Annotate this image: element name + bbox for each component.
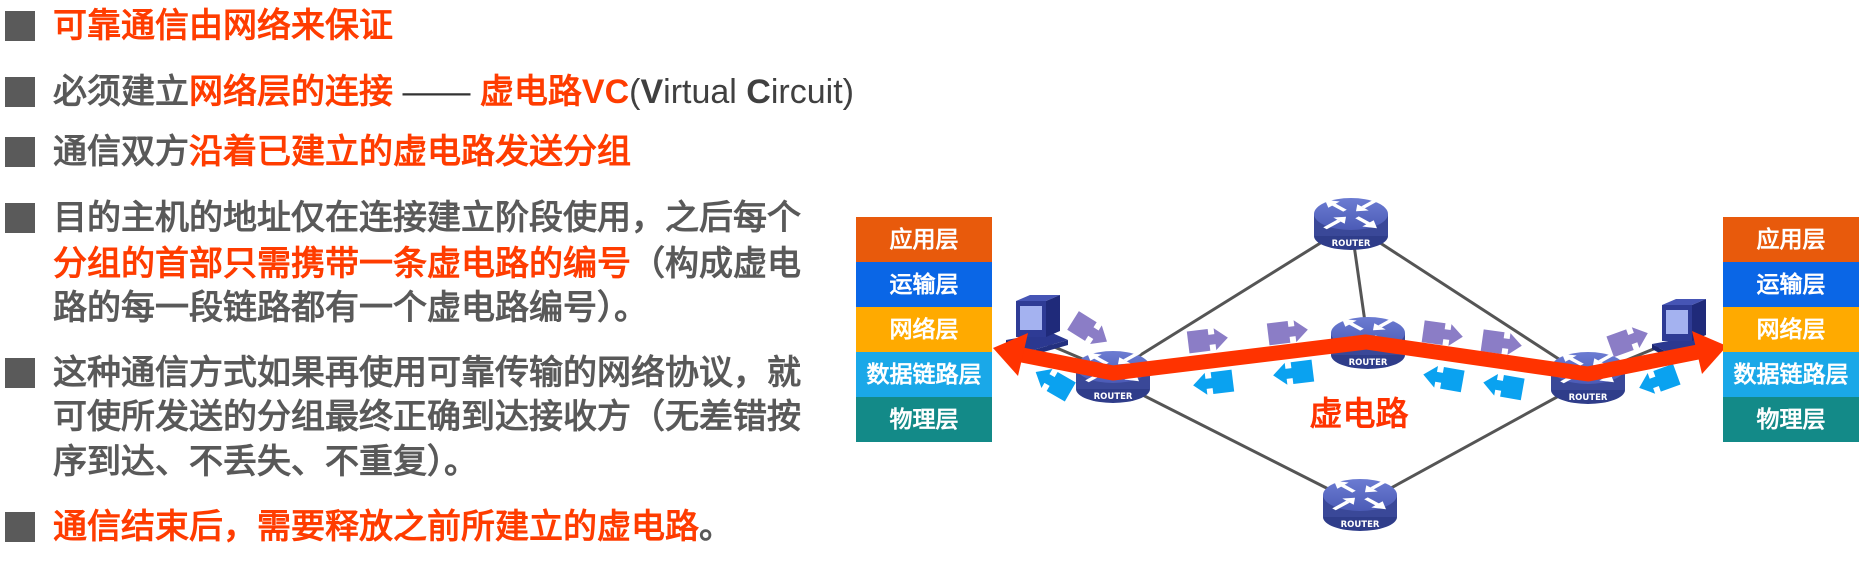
bullet-square-icon — [5, 203, 35, 233]
bullet-square-icon — [5, 11, 35, 41]
layer-label: 运输层 — [889, 271, 959, 297]
layer-transport: 运输层 — [856, 262, 992, 307]
packet-backward-icon — [1191, 369, 1235, 397]
emphasis-text: 网络层的连接 — [189, 73, 393, 111]
arrowhead-right-icon — [1692, 331, 1727, 374]
layer-transport: 运输层 — [1723, 262, 1859, 307]
router-top-icon: ROUTER — [1314, 198, 1388, 250]
router-bottom-icon: ROUTER — [1323, 479, 1397, 531]
bullet-2-line-1: 必须建立网络层的连接 —— 虚电路VC(Virtual Circuit) — [53, 70, 854, 114]
packet-forward-icon — [1186, 326, 1230, 354]
emphasis-text: 虚电路VC — [479, 73, 630, 111]
bullet-6-line-1: 通信结束后，需要释放之前所建立的虚电路。 — [53, 505, 733, 549]
layer-network: 网络层 — [856, 307, 992, 352]
router-label: ROUTER — [1349, 358, 1388, 368]
english-term-initial: V — [640, 73, 664, 111]
body-text: 路的每一段链路都有一个虚电路编号）。 — [53, 289, 648, 327]
protocol-stack-right: 应用层 运输层 网络层 数据链路层 物理层 — [1723, 217, 1859, 442]
bullet-square-icon — [5, 512, 35, 542]
emphasis-text: 分组的首部只需携带一条虚电路的编号 — [53, 245, 631, 283]
body-text: 必须建立 — [53, 73, 189, 111]
body-text: （构成虚电 — [631, 245, 801, 283]
bullet-5-line-3: 序到达、不丢失、不重复）。 — [53, 440, 478, 484]
link-left-top — [1112, 222, 1352, 374]
link-left-bottom — [1112, 378, 1361, 507]
packet-backward-icon — [1421, 363, 1465, 393]
virtual-circuit-path — [993, 331, 1727, 382]
body-text: 这种通信方式如果再使用可靠传输的网络协议，就 — [53, 354, 801, 392]
layer-data-link: 数据链路层 — [1723, 352, 1859, 397]
router-label: ROUTER — [1569, 393, 1608, 403]
body-text: 。 — [699, 508, 733, 546]
body-text: 序到达、不丢失、不重复）。 — [53, 443, 478, 481]
emphasis-text: 通信结束后，需要释放之前所建立的虚电路 — [53, 508, 699, 546]
bullet-5-line-2: 可使所发送的分组最终正确到达接收方（无差错按 — [53, 395, 801, 439]
bullet-1-line-1: 可靠通信由网络来保证 — [53, 4, 393, 48]
body-text: 通信双方 — [53, 133, 189, 171]
layer-application: 应用层 — [856, 217, 992, 262]
english-term-initial: C — [746, 73, 771, 111]
bullet-square-icon — [5, 358, 35, 388]
layer-physical: 物理层 — [1723, 397, 1859, 442]
layer-label: 应用层 — [889, 226, 959, 252]
link-top-right — [1350, 222, 1589, 380]
bullet-4-line-2: 分组的首部只需携带一条虚电路的编号（构成虚电 — [53, 242, 801, 286]
packet-backward-icon — [1271, 359, 1315, 387]
layer-label: 物理层 — [889, 406, 959, 432]
layer-data-link: 数据链路层 — [856, 352, 992, 397]
dash-separator: —— — [393, 73, 480, 111]
emphasis-text: 可靠通信由网络来保证 — [53, 7, 393, 45]
emphasis-text: 沿着已建立的虚电路发送分组 — [189, 133, 631, 171]
english-term: ( — [629, 73, 641, 111]
body-text: 可使所发送的分组最终正确到达接收方（无差错按 — [53, 398, 801, 436]
router-label: ROUTER — [1094, 392, 1133, 402]
packet-forward-icon — [1266, 318, 1310, 346]
english-term: irtual — [663, 73, 747, 111]
router-label: ROUTER — [1332, 239, 1371, 249]
packet-backward-icon — [1481, 371, 1525, 401]
bullet-3-line-1: 通信双方沿着已建立的虚电路发送分组 — [53, 130, 631, 174]
bullet-4-line-1: 目的主机的地址仅在连接建立阶段使用，之后每个 — [53, 196, 801, 240]
english-term: ircuit) — [770, 73, 854, 111]
bullet-square-icon — [5, 137, 35, 167]
layer-application: 应用层 — [1723, 217, 1859, 262]
bullet-square-icon — [5, 77, 35, 107]
link-bottom-right — [1359, 378, 1589, 507]
layer-label: 网络层 — [889, 316, 959, 342]
packet-forward-icon — [1067, 311, 1113, 351]
layer-label: 网络层 — [1756, 316, 1826, 342]
layer-label: 运输层 — [1756, 271, 1826, 297]
layer-network: 网络层 — [1723, 307, 1859, 352]
bullet-5-line-1: 这种通信方式如果再使用可靠传输的网络协议，就 — [53, 351, 801, 395]
router-label: ROUTER — [1341, 520, 1380, 530]
layer-label: 物理层 — [1756, 406, 1826, 432]
protocol-stack-left: 应用层 运输层 网络层 数据链路层 物理层 — [856, 217, 992, 442]
virtual-circuit-label: 虚电路 — [1310, 395, 1410, 432]
layer-label: 数据链路层 — [866, 361, 982, 387]
arrowhead-left-icon — [993, 333, 1028, 376]
bullet-4-line-3: 路的每一段链路都有一个虚电路编号）。 — [53, 286, 648, 330]
layer-label: 应用层 — [1756, 226, 1826, 252]
body-text: 目的主机的地址仅在连接建立阶段使用，之后每个 — [53, 199, 801, 237]
layer-physical: 物理层 — [856, 397, 992, 442]
layer-label: 数据链路层 — [1733, 361, 1849, 387]
